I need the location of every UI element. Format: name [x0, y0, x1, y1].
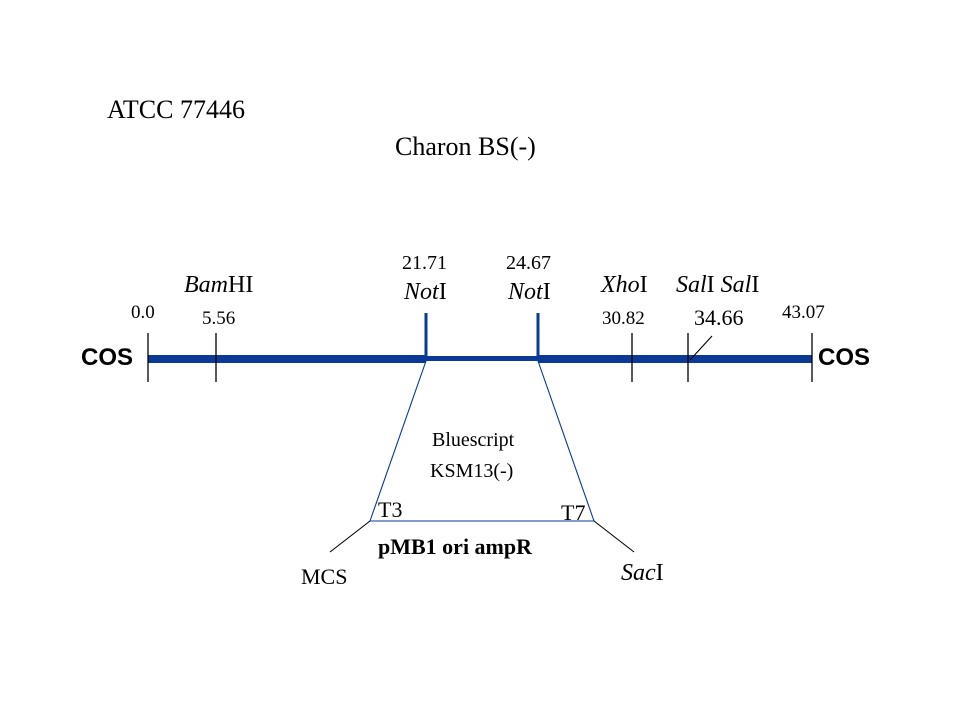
enzyme-not1-suffix: I: [438, 279, 447, 305]
backbone-insert-segment: [426, 356, 538, 361]
enzyme-not2-suffix: I: [542, 279, 551, 305]
backbone-right-segment: [538, 355, 812, 363]
position-not1: 21.71: [402, 252, 447, 274]
position-bamhi: 5.56: [202, 308, 236, 329]
position-not2: 24.67: [506, 252, 551, 274]
enzyme-sali-a-italic: Sal: [676, 272, 707, 298]
position-sali: 34.66: [694, 305, 744, 330]
enzyme-xhoi-suffix: I: [639, 272, 648, 298]
insert-name-line1: Bluescript: [432, 429, 515, 451]
cos-right-label: COS: [818, 344, 871, 371]
insert-right-edge: [537, 360, 595, 522]
promoter-t3-label: T3: [378, 497, 403, 522]
enzyme-sali-b-suffix: I: [751, 272, 760, 298]
insert-features-label: pMB1 ori ampR: [378, 534, 532, 559]
insert-left-edge: [369, 360, 427, 522]
position-xhoi: 30.82: [602, 308, 645, 329]
enzyme-not2-italic: Not: [508, 279, 543, 305]
map-title: Charon BS(-): [395, 132, 536, 161]
enzyme-not1-italic: Not: [404, 279, 439, 305]
enzyme-bamhi-suffix: HI: [228, 272, 254, 298]
enzyme-xhoi-italic: Xho: [601, 272, 640, 298]
enzyme-xhoi-label: XhoI: [601, 273, 648, 297]
enzyme-not2-label: NotI: [508, 280, 551, 304]
promoter-t7-label: T7: [561, 500, 586, 525]
enzyme-saci-suffix: I: [655, 560, 664, 586]
position-end: 43.07: [782, 302, 825, 323]
enzyme-bamhi-italic: Bam: [184, 272, 228, 298]
enzyme-saci-label: SacI: [621, 561, 664, 585]
enzyme-sali-a-suffix: I: [706, 272, 715, 298]
enzyme-bamhi-label: BamHI: [184, 273, 253, 297]
accession-label: ATCC 77446: [107, 95, 245, 124]
sali-pointer-line: [689, 335, 713, 361]
saci-pointer-line: [593, 520, 635, 553]
enzyme-not1-label: NotI: [404, 280, 447, 304]
position-start: 0.0: [131, 302, 155, 323]
insert-name-line2: KSM13(-): [430, 460, 514, 482]
cos-left-label: COS: [81, 344, 134, 371]
enzyme-sali-b-italic: Sal: [720, 272, 752, 298]
backbone-left-segment: [148, 355, 426, 363]
enzyme-sali-label: SalI SalI: [676, 273, 759, 297]
enzyme-saci-italic: Sac: [621, 560, 656, 586]
mcs-pointer-line: [329, 520, 371, 553]
mcs-label: MCS: [301, 564, 348, 589]
